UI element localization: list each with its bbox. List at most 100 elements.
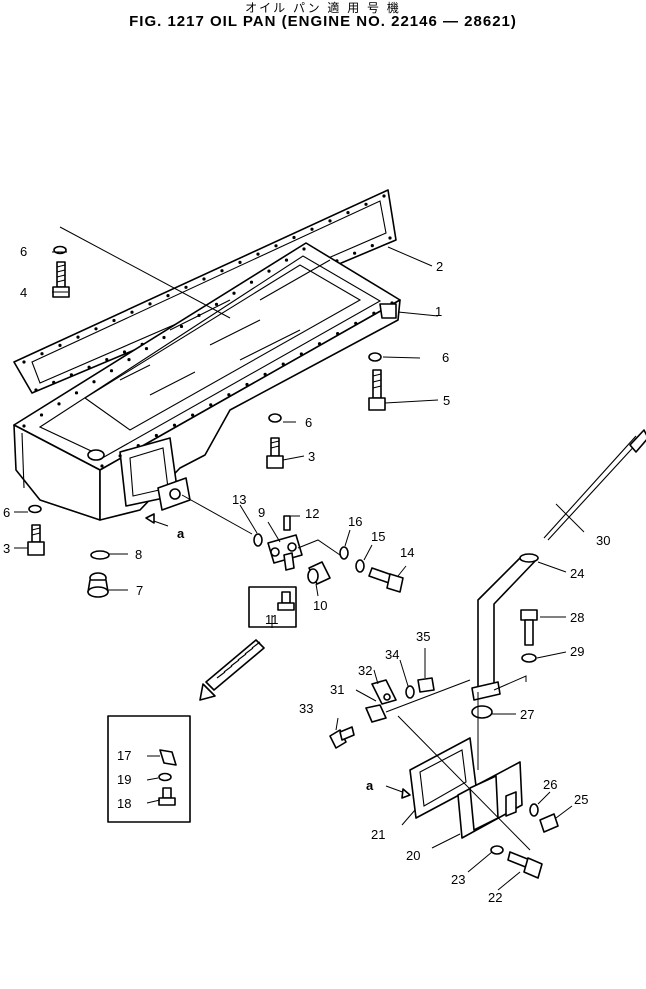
bolt-hole (34, 388, 38, 392)
bolt-14 (368, 567, 404, 593)
bolt-hole (76, 335, 80, 339)
callout-18: 18 (117, 796, 131, 811)
bolt-hole (390, 301, 394, 305)
callout-3-left: 3 (3, 541, 10, 556)
bolt-hole (40, 352, 44, 356)
drain-plug-7 (87, 572, 109, 598)
bolt-hole (238, 260, 242, 264)
bolt-hole (109, 369, 114, 373)
view-ref-a-bottom: a (366, 778, 374, 793)
callout-15: 15 (371, 529, 385, 544)
callout-14: 14 (400, 545, 414, 560)
bolt-hole (191, 413, 195, 417)
callout-23: 23 (451, 872, 465, 887)
callout-20: 20 (406, 848, 420, 863)
bolt-hole (256, 252, 260, 256)
bolt-hole (39, 413, 44, 417)
washer-6-left (28, 504, 42, 514)
o-ring-13 (253, 533, 263, 547)
dipstick-30 (543, 429, 646, 541)
bolt-hole (184, 285, 188, 289)
bolt-3-center (266, 437, 284, 469)
figure-subtitle-japanese: オイル パン 適 用 号 機 (245, 1, 401, 15)
callout-6-left: 6 (3, 505, 10, 520)
bolt-hole (154, 433, 158, 438)
bolt-hole (214, 302, 219, 306)
bolt-hole (274, 244, 278, 248)
bolt-hole (58, 343, 62, 347)
bolt-hole (197, 313, 201, 317)
callout-1: 1 (435, 304, 442, 319)
callout-30: 30 (596, 533, 610, 548)
callout-16: 16 (348, 514, 362, 529)
bolt-hole (179, 324, 184, 329)
connector-body-9 (267, 534, 303, 571)
inset-box-17-19 (107, 715, 191, 823)
callout-33: 33 (299, 701, 313, 716)
bolt-hole (382, 194, 386, 198)
bolt-hole (353, 251, 357, 255)
pin-12 (283, 515, 291, 531)
washer-6-center (268, 413, 282, 423)
nut-35 (417, 677, 435, 693)
callout-19: 19 (117, 772, 131, 787)
bolt-hole (57, 402, 61, 406)
callout-17: 17 (117, 748, 131, 763)
bolt-28 (520, 609, 538, 646)
washer-29 (521, 653, 537, 663)
leader-lines (14, 226, 585, 891)
bolt-hole (336, 331, 340, 336)
callout-34: 34 (385, 647, 399, 662)
bolt-hole (136, 444, 140, 448)
bolt-hole (328, 219, 332, 223)
bolt-hole (112, 318, 116, 323)
oil-pan-body (13, 242, 401, 521)
bolt-hole (172, 423, 177, 427)
callout-6-right: 6 (442, 350, 449, 365)
bolt-hole (202, 277, 206, 281)
bolt-22 (507, 851, 543, 879)
clamp-31 (365, 679, 471, 723)
bolt-hole (122, 350, 127, 354)
plug-10 (307, 561, 331, 585)
bolt-hole (227, 393, 231, 397)
washer-6-right (368, 352, 382, 362)
callout-31: 31 (330, 682, 344, 697)
callout-12: 12 (305, 506, 319, 521)
bolt-hole (370, 244, 374, 248)
bolt-hole (249, 280, 254, 284)
callout-28: 28 (570, 610, 584, 625)
bracket-32 (371, 679, 397, 705)
callout-7: 7 (136, 583, 143, 598)
callout-9: 9 (258, 505, 265, 520)
callout-27: 27 (520, 707, 534, 722)
bolt-hole (317, 342, 322, 346)
bolt-hole (162, 335, 166, 340)
washer-34 (405, 685, 415, 699)
washer-16 (339, 546, 349, 560)
bolt-hole (94, 327, 98, 331)
bolt-hole (364, 202, 368, 206)
callout-5: 5 (443, 393, 450, 408)
gasket-27 (471, 705, 493, 719)
callout-32: 32 (358, 663, 372, 678)
callout-24: 24 (570, 566, 584, 581)
bolt-3-left (27, 524, 45, 556)
bolt-hole (388, 236, 392, 240)
bolt-hole (130, 310, 134, 314)
bolt-hole (148, 302, 152, 306)
bolt-hole (372, 311, 376, 315)
bolt-hole (284, 258, 289, 262)
bolt-hole (281, 362, 285, 366)
o-ring-8 (90, 550, 110, 560)
bolt-hole (52, 380, 56, 384)
callout-29: 29 (570, 644, 584, 659)
bolt-hole (267, 269, 271, 273)
callout-6-top: 6 (20, 244, 27, 259)
callout-6-center: 6 (305, 415, 312, 430)
bolt-hole (245, 382, 249, 387)
bolt-hole (354, 321, 358, 325)
callout-10: 10 (313, 598, 327, 613)
washer-15 (355, 559, 365, 573)
